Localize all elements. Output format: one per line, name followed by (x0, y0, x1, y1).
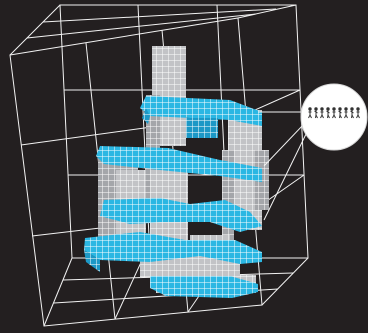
cyan-floor (186, 118, 218, 138)
voxel-tower (84, 46, 269, 298)
people-scale-callout (301, 84, 367, 150)
